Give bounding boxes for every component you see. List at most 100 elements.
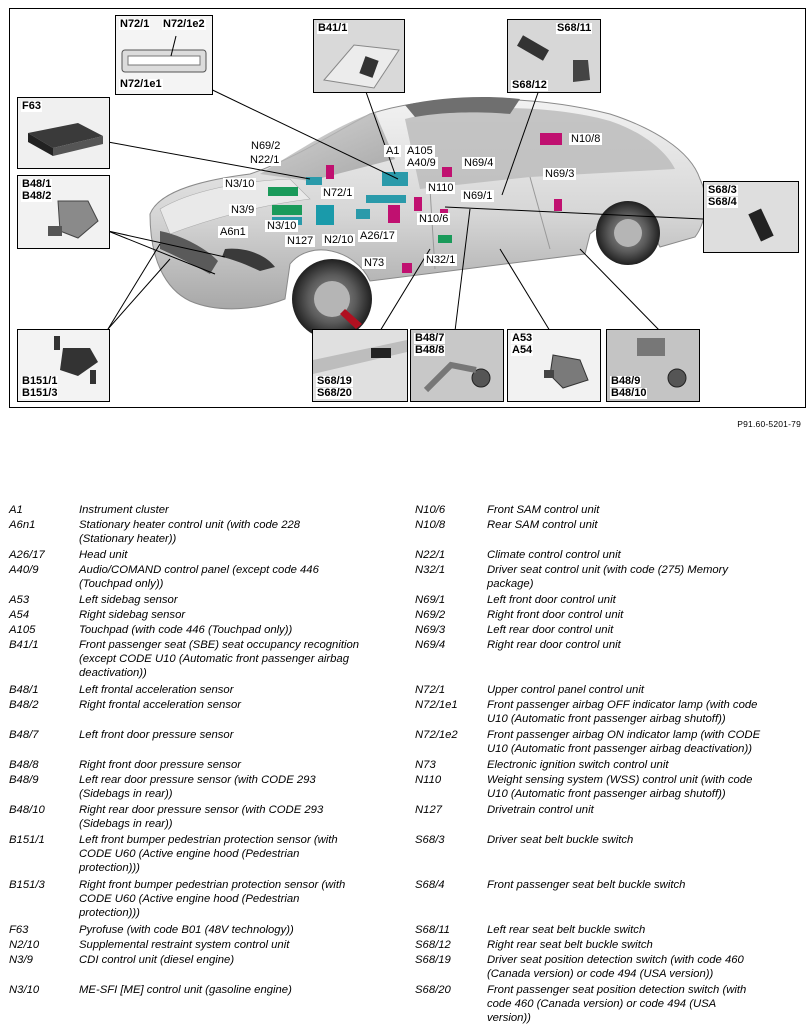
control-panel-drawing [121, 35, 207, 73]
inset-b48-9: B48/9 B48/10 [606, 329, 700, 402]
legend-code: S68/12 [415, 939, 451, 951]
legend-code: S68/4 [415, 879, 445, 891]
legend-description: Front passenger airbag OFF indicator lam… [487, 699, 758, 725]
legend-code: B48/10 [9, 804, 45, 816]
callout-a105: A105 [405, 145, 435, 157]
legend-description: Audio/COMAND control panel (except code … [79, 564, 319, 590]
inset-label-b151-3: B151/3 [21, 387, 59, 399]
seat-belt-buckle-drawing [748, 208, 774, 242]
inset-label-s68-11: S68/11 [556, 22, 593, 34]
callout-n3-9: N3/9 [229, 204, 257, 216]
legend-code: A54 [9, 609, 30, 621]
legend-code: S68/11 [415, 924, 450, 936]
legend-description: Drivetrain control unit [487, 804, 594, 816]
legend-description: Left sidebag sensor [79, 594, 178, 606]
legend-code: B151/3 [9, 879, 45, 891]
legend-description: Right rear door pressure sensor (with CO… [79, 804, 324, 830]
component-n10-8 [540, 133, 562, 145]
inset-label-b41-1: B41/1 [317, 22, 349, 34]
legend-description: Right rear door control unit [487, 639, 621, 651]
legend-description: Climate control control unit [487, 549, 621, 561]
callout-n127: N127 [285, 235, 316, 247]
callout-n110: N110 [426, 182, 456, 194]
legend-code: N110 [415, 774, 442, 786]
component-n72-1 [366, 195, 406, 203]
inset-label-b48-9: B48/9 [610, 375, 642, 387]
legend-description: Rear SAM control unit [487, 519, 598, 531]
door-pressure-sensor-drawing [423, 361, 491, 393]
legend-description: Right sidebag sensor [79, 609, 186, 621]
legend-description: Driver seat position detection switch (w… [487, 954, 744, 980]
legend-code: S68/19 [415, 954, 451, 966]
legend-code: N10/8 [415, 519, 446, 531]
sidebag-sensor-drawing [544, 354, 589, 389]
legend-description: Right front door control unit [487, 609, 624, 621]
seat-rail-drawing [313, 340, 407, 374]
legend-code: B48/1 [9, 684, 39, 696]
inset-b151-1: B151/1 B151/3 [17, 329, 110, 402]
component-a1 [382, 172, 408, 186]
legend-code: B41/1 [9, 639, 39, 651]
component-n3-10-upper [268, 187, 298, 196]
legend-code: N69/4 [415, 639, 446, 651]
callout-a40-9: A40/9 [405, 157, 438, 169]
legend-code: N69/2 [415, 609, 446, 621]
legend-description: Front passenger seat position detection … [487, 984, 747, 1024]
legend-code: A53 [9, 594, 30, 606]
legend-description: Left rear seat belt buckle switch [487, 924, 646, 936]
figure-reference: P91.60-5201-79 [737, 419, 801, 429]
inset-label-n72-1e2: N72/1e2 [162, 18, 206, 30]
leader-lines [107, 74, 704, 332]
acceleration-sensor-drawing [48, 200, 99, 239]
legend-code: N32/1 [415, 564, 446, 576]
component-n22-1 [306, 177, 322, 185]
component-n2-10 [356, 209, 370, 219]
legend-code: A1 [9, 504, 23, 516]
inset-label-s68-12: S68/12 [511, 79, 548, 91]
inset-b48-7: B48/7 B48/8 [410, 329, 504, 402]
legend-code: N72/1 [415, 684, 446, 696]
legend-description: Left front door pressure sensor [79, 729, 234, 741]
inset-label-s68-3: S68/3 [707, 184, 738, 196]
component-n69-3 [554, 199, 562, 211]
windshield [260, 112, 395, 181]
component-n32-1 [438, 235, 452, 243]
callout-n69-1: N69/1 [461, 190, 495, 202]
inset-label-b151-1: B151/1 [21, 375, 59, 387]
legend-description: Left frontal acceleration sensor [79, 684, 234, 696]
legend-description: Left rear door control unit [487, 624, 614, 636]
inset-label-s68-4: S68/4 [707, 196, 738, 208]
callout-n69-4: N69/4 [462, 157, 496, 169]
callout-n3-10-lower: N3/10 [265, 220, 299, 232]
legend-description: Left rear door pressure sensor (with COD… [79, 774, 316, 800]
callout-n69-2: N69/2 [249, 140, 283, 152]
legend-code: S68/3 [415, 834, 445, 846]
inset-label-n72-1e1: N72/1e1 [119, 78, 163, 90]
legend-code: B48/8 [9, 759, 39, 771]
component-n3-9 [272, 205, 302, 215]
callout-n10-6: N10/6 [417, 213, 451, 225]
component-n69-4 [442, 167, 452, 177]
legend-code: N127 [415, 804, 443, 816]
inset-a53: A53 A54 [507, 329, 601, 402]
legend-description: Touchpad (with code 446 (Touchpad only)) [79, 624, 293, 636]
legend-description: Right front bumper pedestrian protection… [79, 879, 346, 919]
legend-code: B151/1 [9, 834, 45, 846]
legend-code: S68/20 [415, 984, 451, 996]
inset-s68-11: S68/11 S68/12 [507, 19, 601, 93]
headlight [222, 248, 275, 271]
legend-description: Supplemental restraint system control un… [79, 939, 290, 951]
component-n110 [414, 197, 422, 211]
inset-label-b48-10: B48/10 [610, 387, 648, 399]
legend-description: Front passenger seat belt buckle switch [487, 879, 686, 891]
inset-f63: F63 [17, 97, 110, 169]
inset-s68-19: S68/19 S68/20 [312, 329, 408, 402]
callout-n73: N73 [362, 257, 387, 269]
legend-description: Instrument cluster [79, 504, 169, 516]
inset-label-b48-1: B48/1 [21, 178, 53, 190]
inset-label-b48-8: B48/8 [414, 344, 446, 356]
buckle-switch-drawing [517, 35, 590, 82]
inset-label-a54: A54 [511, 344, 534, 356]
component-n73 [402, 263, 412, 273]
component-a26-17 [388, 205, 400, 223]
